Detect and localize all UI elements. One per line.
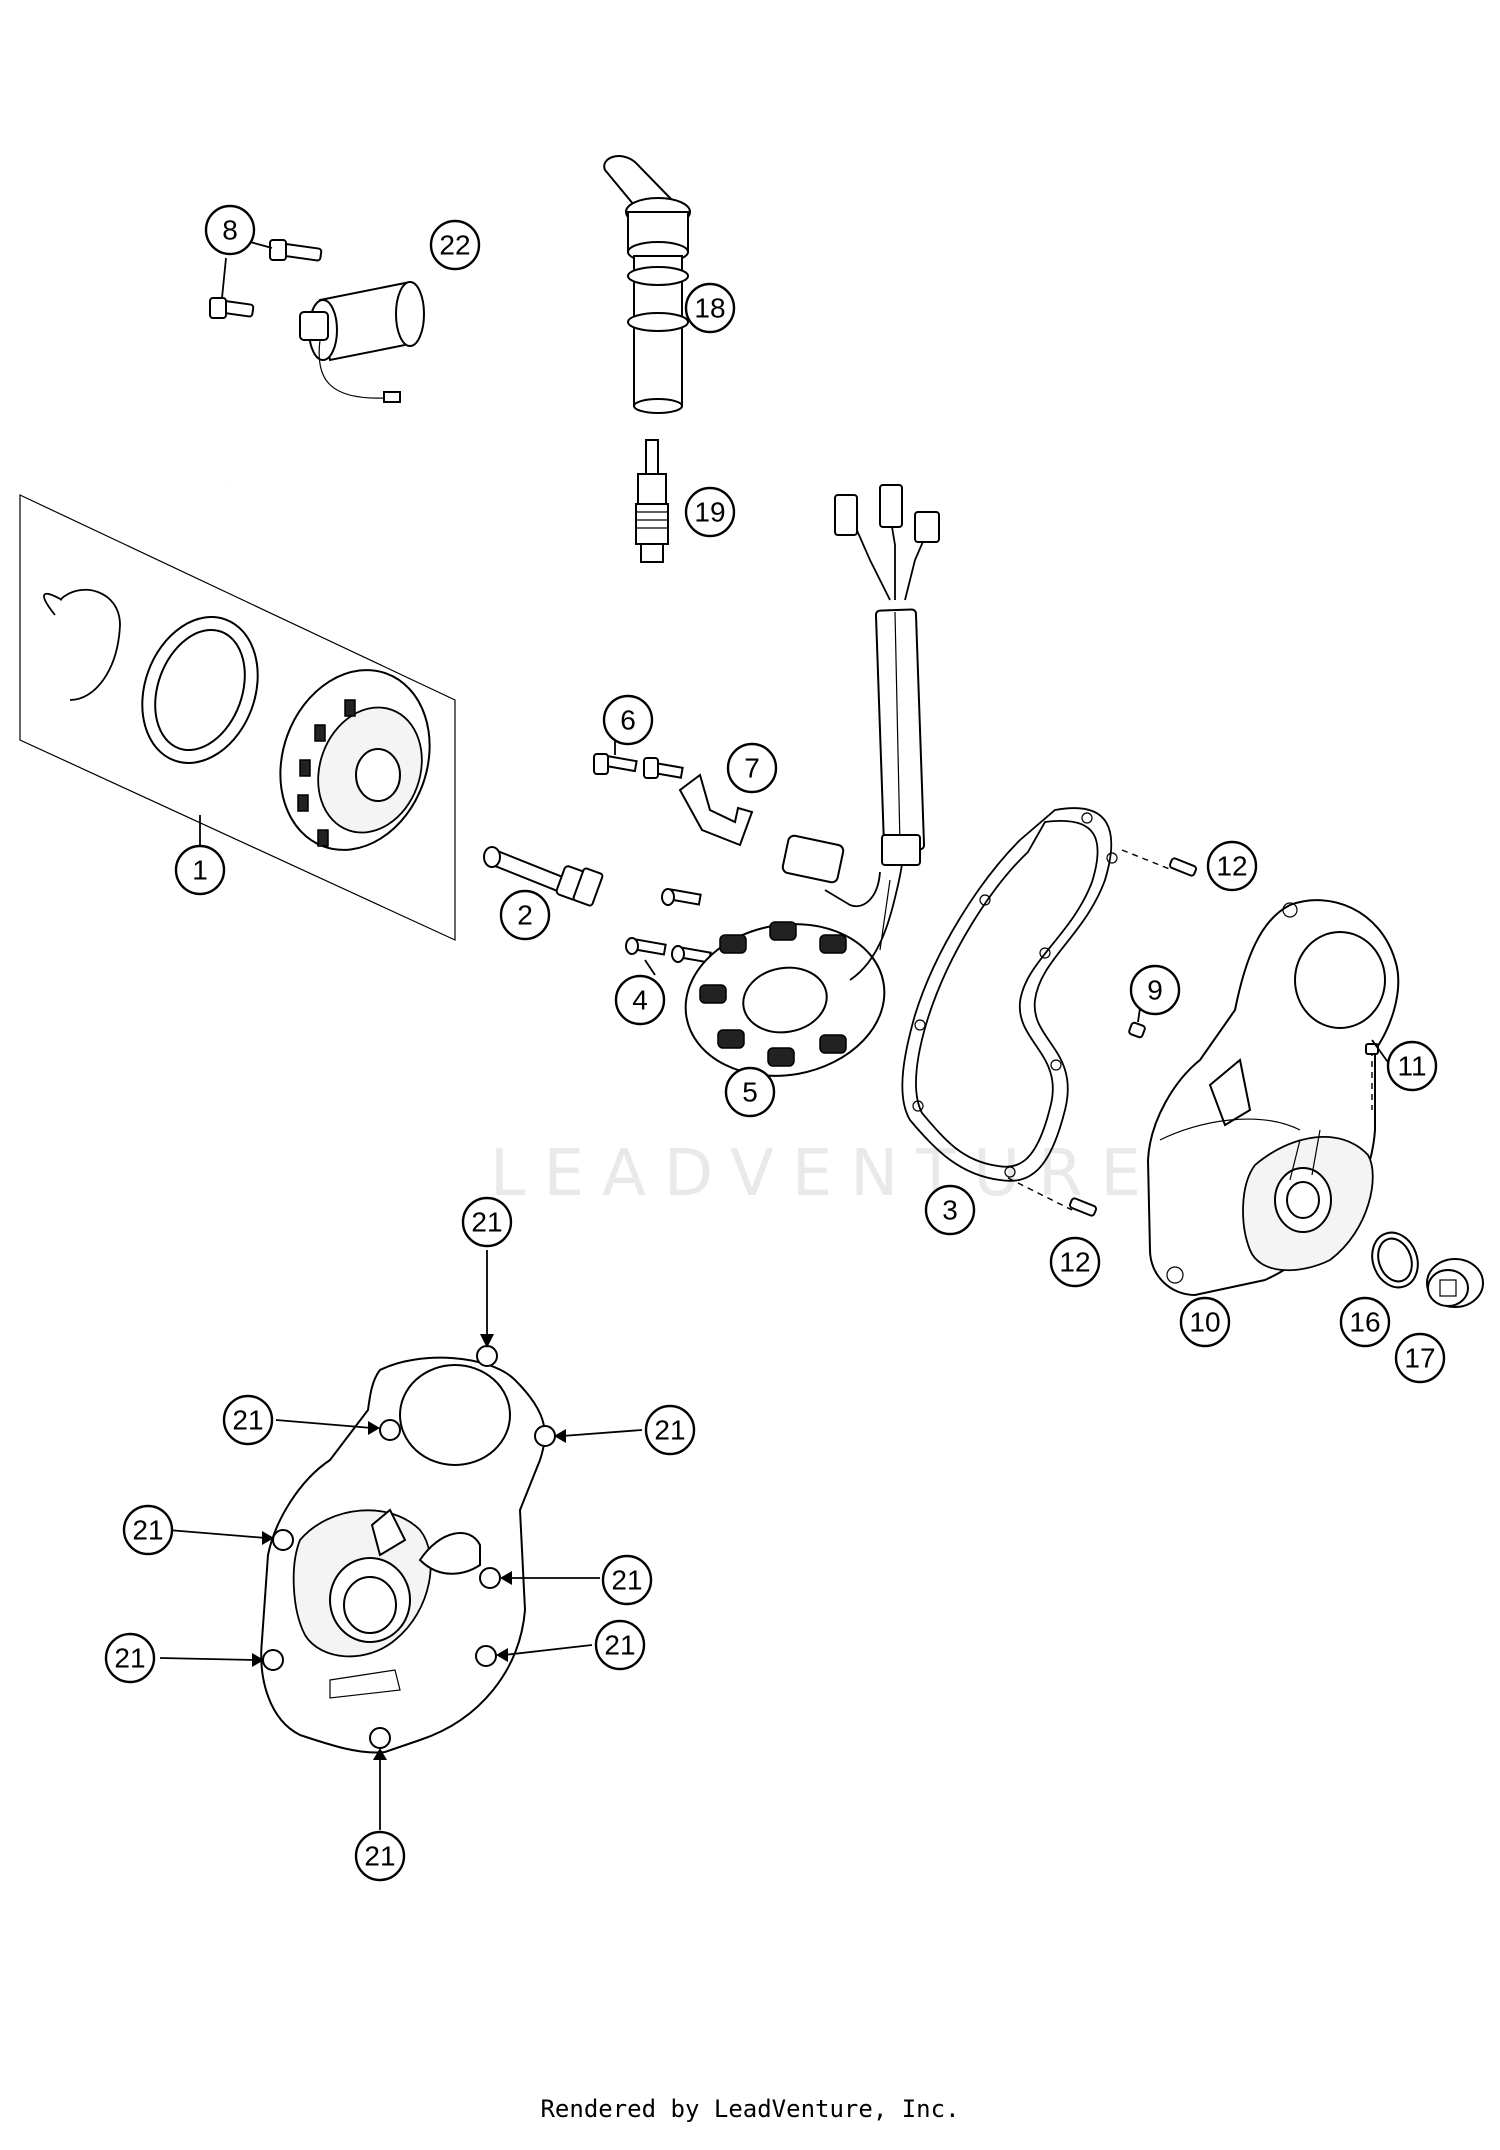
coil-bolts	[209, 239, 323, 319]
callout-5: 5	[724, 1066, 776, 1118]
watermark-text: LEADVENTURE	[490, 1137, 1159, 1211]
svg-text:21: 21	[471, 1207, 502, 1238]
callout-11: 11	[1386, 1040, 1438, 1092]
svg-text:21: 21	[232, 1405, 263, 1436]
callout-22: 22	[429, 219, 481, 271]
spark-plug-boot	[603, 155, 691, 414]
spark-plug	[635, 439, 669, 563]
svg-text:21: 21	[611, 1565, 642, 1596]
callout-6: 6	[602, 694, 654, 746]
svg-text:21: 21	[654, 1415, 685, 1446]
callout-4: 4	[614, 974, 666, 1026]
callout-3: 3	[924, 1184, 976, 1236]
svg-text:6: 6	[620, 705, 636, 736]
callout-12-top: 12	[1206, 840, 1258, 892]
svg-text:18: 18	[694, 293, 725, 324]
callout-21-lower-left: 21	[104, 1632, 156, 1684]
cover-gasket	[901, 807, 1118, 1182]
svg-text:7: 7	[744, 753, 760, 784]
svg-text:9: 9	[1147, 975, 1163, 1006]
callout-21-mid-right: 21	[601, 1554, 653, 1606]
rotor-bolt	[483, 846, 604, 907]
callout-21-top: 21	[461, 1196, 513, 1248]
cover-rear-view	[260, 1345, 556, 1754]
stator-screws	[593, 738, 684, 779]
callout-18: 18	[684, 282, 736, 334]
svg-text:12: 12	[1216, 851, 1247, 882]
stator-bracket	[678, 773, 754, 847]
svg-text:21: 21	[132, 1515, 163, 1546]
torque-arrows	[159, 1250, 643, 1830]
svg-text:3: 3	[942, 1195, 958, 1226]
callout-16: 16	[1339, 1296, 1391, 1348]
generator-cover	[1146, 899, 1400, 1297]
svg-text:16: 16	[1349, 1307, 1380, 1338]
svg-text:17: 17	[1404, 1343, 1435, 1374]
callout-19: 19	[684, 486, 736, 538]
svg-text:8: 8	[222, 215, 238, 246]
callout-17: 17	[1394, 1332, 1446, 1384]
svg-text:2: 2	[517, 900, 533, 931]
stator-wiring	[781, 484, 940, 908]
o-ring	[1371, 1231, 1419, 1289]
callout-9: 9	[1129, 964, 1181, 1016]
callout-21-mid-left: 21	[122, 1504, 174, 1556]
cover-plug-screw	[1426, 1258, 1484, 1308]
svg-text:5: 5	[742, 1077, 758, 1108]
svg-text:11: 11	[1397, 1051, 1426, 1082]
callout-2: 2	[499, 889, 551, 941]
ignition-coil	[218, 280, 425, 487]
dowel-pins	[1007, 849, 1198, 1217]
svg-text:22: 22	[439, 230, 470, 261]
callout-12-bottom: 12	[1049, 1236, 1101, 1288]
callout-21-lower-right: 21	[594, 1619, 646, 1671]
stator	[684, 837, 911, 1077]
callout-21-bottom: 21	[354, 1830, 406, 1882]
footer-credit: Rendered by LeadVenture, Inc.	[540, 2095, 960, 2123]
svg-text:10: 10	[1189, 1307, 1220, 1338]
svg-text:19: 19	[694, 497, 725, 528]
stator-bolts	[625, 888, 712, 976]
callout-8: 8	[204, 204, 256, 256]
callout-21-upper-left: 21	[222, 1394, 274, 1446]
svg-text:4: 4	[632, 985, 648, 1016]
svg-text:12: 12	[1059, 1247, 1090, 1278]
callout-21-upper-right: 21	[644, 1404, 696, 1456]
callout-7: 7	[726, 742, 778, 794]
svg-text:21: 21	[364, 1841, 395, 1872]
svg-text:21: 21	[114, 1643, 145, 1674]
callout-1: 1	[174, 844, 226, 896]
callout-10: 10	[1179, 1296, 1231, 1348]
watermark: LEADVENTURE	[490, 1137, 1159, 1211]
cover-plug	[1128, 1007, 1146, 1039]
svg-text:21: 21	[604, 1630, 635, 1661]
rotor-group	[19, 494, 456, 941]
svg-text:1: 1	[192, 855, 208, 886]
